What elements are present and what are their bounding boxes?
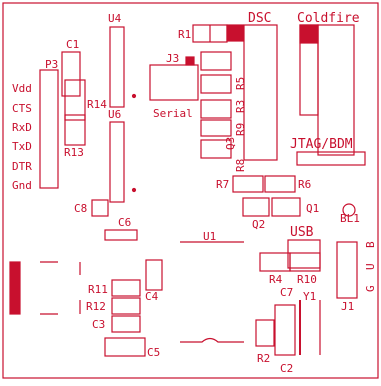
serial-pin-txd: TxD — [12, 140, 32, 153]
u6-footprint — [109, 121, 125, 203]
dsc-pin1-marker — [226, 24, 244, 42]
c1-footprint — [61, 51, 81, 97]
r8-footprint — [200, 139, 232, 159]
c5-footprint — [104, 337, 146, 357]
label-c8: C8 — [74, 202, 87, 215]
label-j1-pin-g: G — [364, 285, 377, 292]
r12-footprint — [111, 297, 141, 315]
label-c4: C4 — [145, 290, 159, 303]
r7-footprint — [232, 175, 264, 193]
c3-footprint — [111, 315, 141, 333]
label-p3: P3 — [45, 58, 58, 71]
label-r3: R3 — [234, 100, 247, 113]
j1-connector — [336, 241, 358, 299]
usb-connector — [287, 239, 321, 269]
label-c3: C3 — [92, 318, 105, 331]
label-r12: R12 — [86, 300, 106, 313]
label-u4: U4 — [108, 12, 122, 25]
label-serial: Serial — [153, 107, 193, 120]
r3-footprint — [200, 74, 232, 94]
serial-pin-cts: CTS — [12, 102, 32, 115]
label-r7: R7 — [216, 178, 229, 191]
u1-bottom-edge — [180, 337, 244, 343]
label-jtag: JTAG/BDM — [290, 137, 353, 152]
serial-pin-gnd: Gnd — [12, 179, 32, 192]
label-c6: C6 — [118, 216, 131, 229]
label-r8: R8 — [234, 159, 247, 172]
label-y1: Y1 — [303, 290, 316, 303]
label-r11: R11 — [88, 283, 108, 296]
label-q3: Q3 — [224, 137, 237, 150]
label-r10: R10 — [297, 273, 317, 286]
bl1-led — [342, 203, 356, 217]
label-usb: USB — [290, 225, 314, 240]
label-j1: J1 — [341, 300, 354, 313]
dsc-header — [243, 24, 278, 161]
label-dsc: DSC — [248, 11, 271, 26]
r6-footprint — [264, 175, 296, 193]
j3-pin1-marker — [185, 56, 195, 66]
label-c1: C1 — [66, 38, 79, 51]
label-q2: Q2 — [252, 218, 265, 231]
r14-footprint — [64, 79, 86, 121]
label-c2: C2 — [280, 362, 293, 375]
q1-footprint — [271, 197, 301, 217]
r11-footprint — [111, 279, 141, 297]
c2-footprint — [274, 304, 296, 356]
r9-footprint — [200, 99, 232, 119]
q3-footprint — [200, 119, 232, 137]
label-c7: C7 — [280, 286, 293, 299]
label-r4: R4 — [269, 273, 283, 286]
r4-footprint — [259, 252, 291, 272]
label-j3: J3 — [166, 52, 179, 65]
j3-connector — [149, 64, 199, 101]
jtag-header — [296, 151, 366, 166]
c6-footprint — [104, 229, 138, 241]
label-r14: R14 — [87, 98, 107, 111]
label-u1: U1 — [203, 230, 216, 243]
u4-footprint — [109, 26, 125, 108]
serial-pin-vdd: Vdd — [12, 82, 32, 95]
serial-pin-dtr: DTR — [12, 160, 32, 173]
label-u6: U6 — [108, 108, 121, 121]
coldfire-header — [317, 24, 355, 156]
q2-footprint — [242, 197, 270, 217]
label-c5: C5 — [147, 346, 160, 359]
p3-header — [39, 69, 59, 189]
r5-footprint — [200, 51, 232, 71]
serial-pin-rxd: RxD — [12, 121, 32, 134]
c4-footprint — [145, 259, 163, 291]
label-j1-pin-b: B — [364, 241, 377, 248]
r2-footprint — [255, 319, 275, 347]
left-edge-connector — [9, 261, 21, 315]
label-r2: R2 — [257, 352, 270, 365]
label-r9: R9 — [234, 123, 247, 136]
label-bl1: BL1 — [340, 212, 360, 225]
label-r5: R5 — [234, 77, 247, 90]
label-r6: R6 — [298, 178, 311, 191]
board-outline — [2, 2, 379, 379]
c8-footprint — [91, 199, 109, 217]
coldfire-pin1-marker — [299, 24, 319, 44]
label-q1: Q1 — [306, 202, 319, 215]
label-j1-pin-u: U — [364, 263, 377, 270]
label-r13: R13 — [64, 146, 84, 159]
r13-footprint — [64, 114, 86, 146]
label-r1: R1 — [178, 28, 191, 41]
label-coldfire: Coldfire — [297, 11, 360, 26]
r10-footprint — [289, 252, 321, 272]
